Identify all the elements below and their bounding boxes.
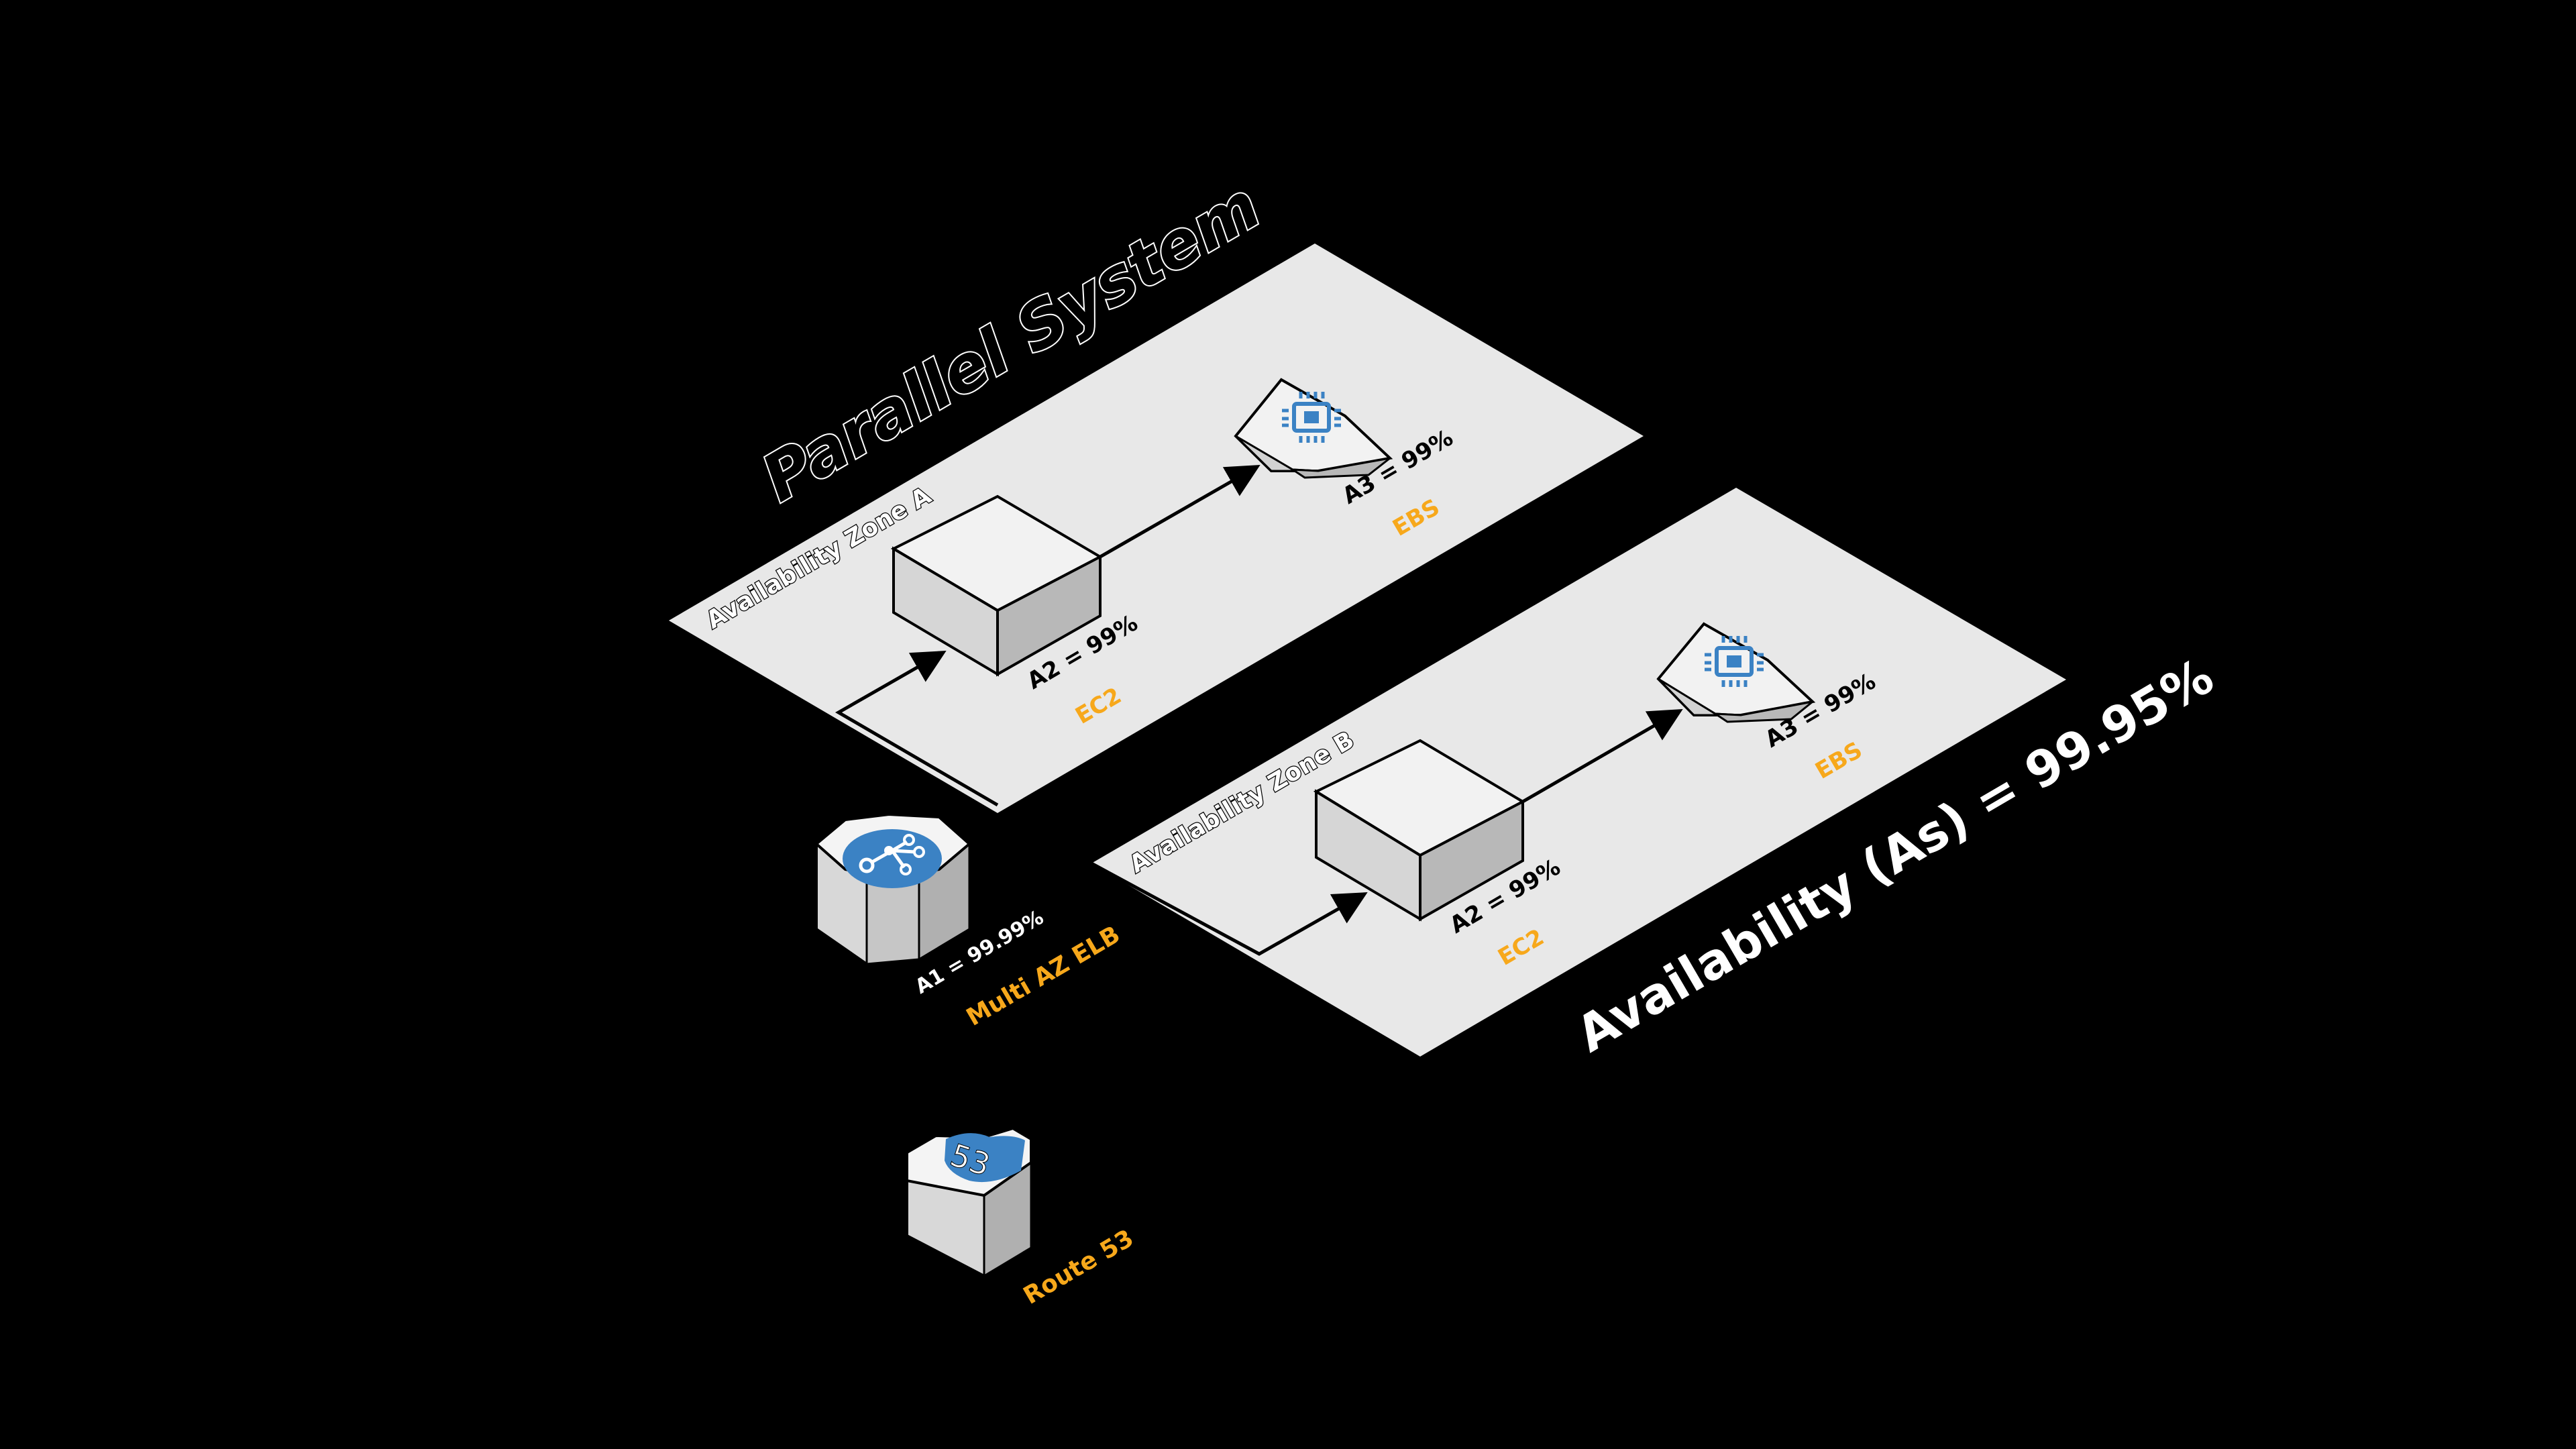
cpu-chip-icon <box>1705 636 1764 687</box>
ec2-instance-b[interactable] <box>1313 739 1526 922</box>
route53-service: Route 53 <box>1019 1224 1138 1309</box>
elb-to-ec2-b-arrow <box>1090 861 1368 956</box>
ec2-instance-a[interactable] <box>890 494 1104 677</box>
route53[interactable]: 53 <box>906 1126 1032 1278</box>
ec2-to-ebs-b-arrow <box>1521 708 1683 804</box>
load-balancer-icon <box>843 829 942 888</box>
ec2-to-ebs-a-arrow <box>1099 465 1260 559</box>
ebs-volume-b[interactable] <box>1656 622 1816 723</box>
route53-shield-icon: 53 <box>945 1133 1025 1183</box>
zone-b-connectors <box>1090 708 1683 956</box>
elb-to-ec2-a-arrow <box>835 651 999 807</box>
zone-a-connectors <box>835 465 1260 807</box>
multi-az-elb[interactable] <box>814 812 972 966</box>
ebs-volume-a[interactable] <box>1234 378 1393 479</box>
cpu-chip-icon <box>1282 392 1341 443</box>
